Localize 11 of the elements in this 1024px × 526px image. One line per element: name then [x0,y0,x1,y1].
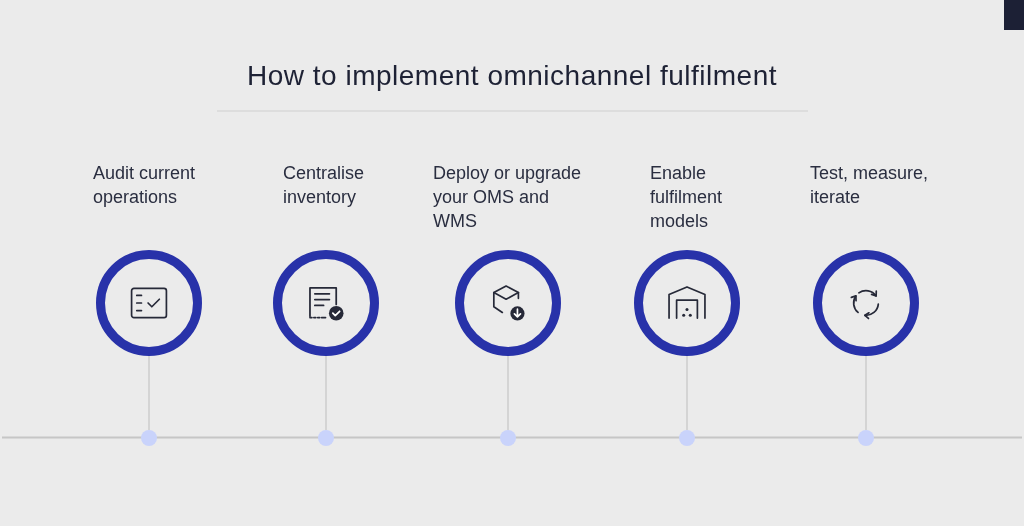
step-title: Deploy or upgrade your OMS and WMS [433,162,583,233]
timeline-dot [141,430,157,446]
diagram-title: How to implement omnichannel fulfilment [247,59,777,93]
step-title: Enable fulfilment models [650,162,724,233]
step-title: Test, measure, iterate [810,162,930,209]
timeline-dot [500,430,516,446]
step-title: Audit current operations [93,162,197,209]
timeline-dot [679,430,695,446]
timeline-dot [858,430,874,446]
timeline-dot [318,430,334,446]
step-title: Centralise inventory [283,162,366,209]
